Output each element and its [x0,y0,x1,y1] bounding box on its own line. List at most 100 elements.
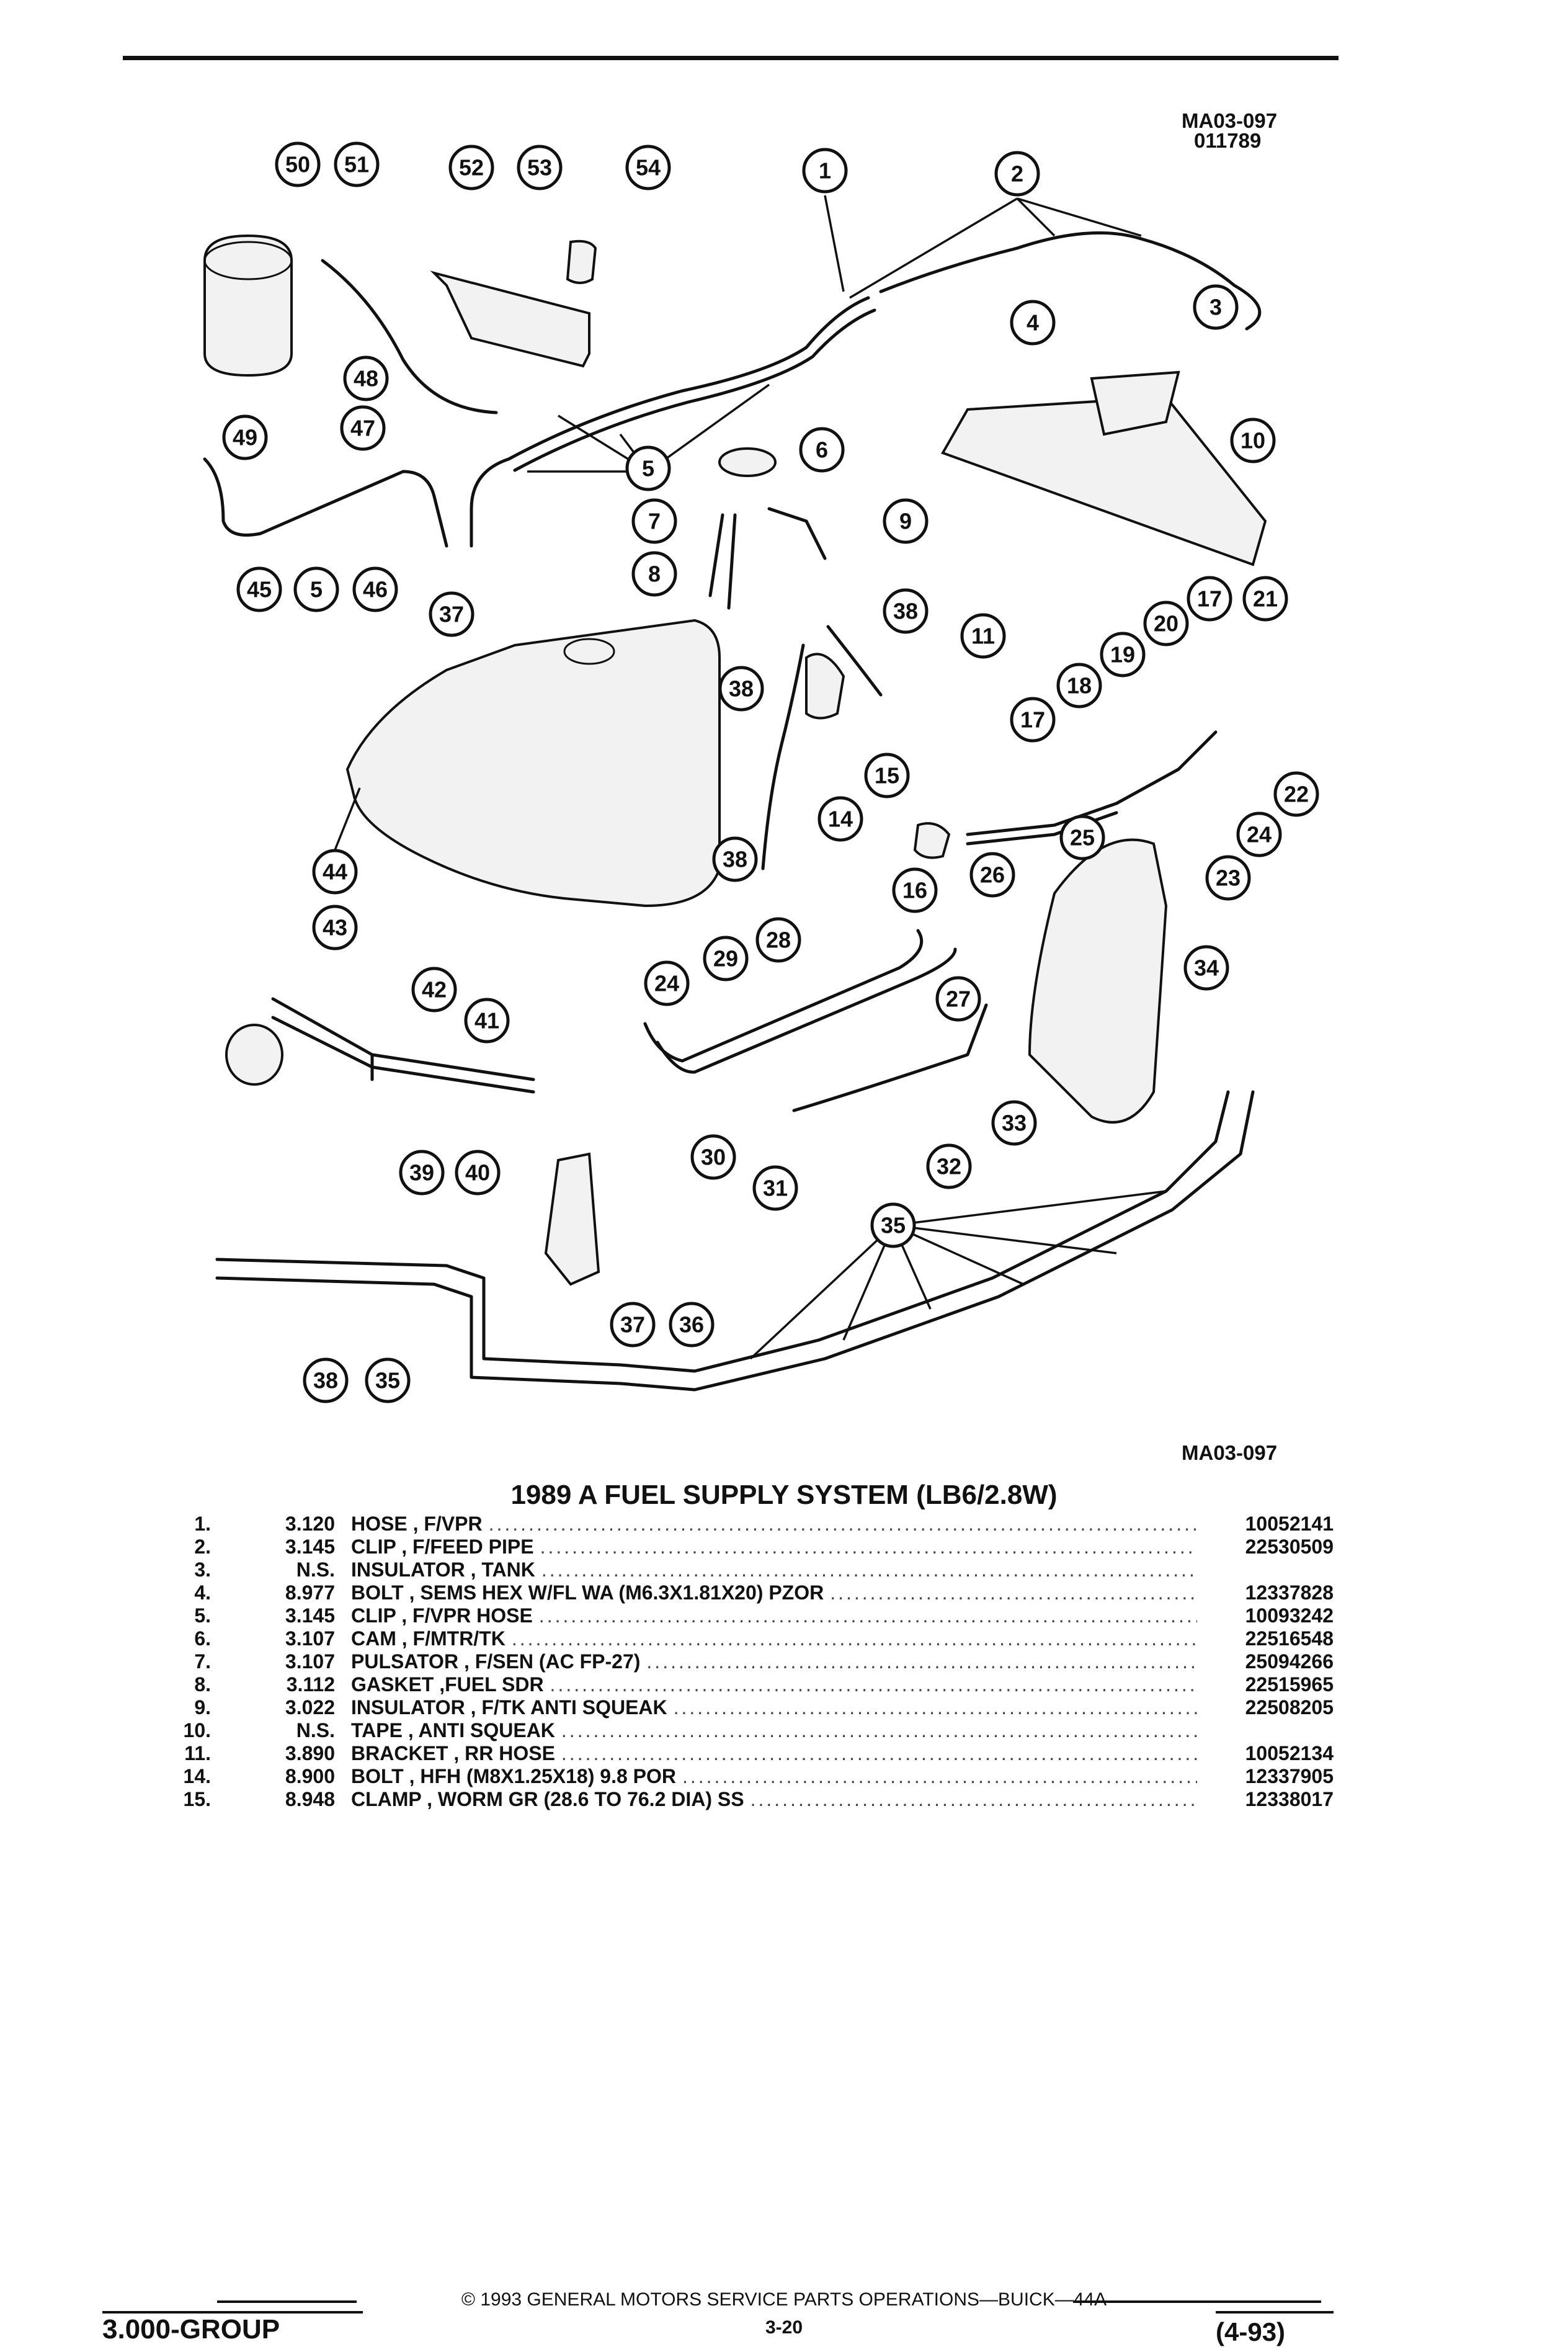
part-description: INSULATOR , TANK [351,1558,535,1581]
callout-36: 36 [669,1302,715,1348]
callout-number: 25 [1070,825,1095,851]
callout-circle [334,141,380,187]
callout-18: 18 [1056,663,1102,709]
callout-circle [883,498,929,544]
callout-circle [631,498,677,544]
callout-circle [935,976,981,1022]
callout-circle [1010,697,1056,743]
leader-dots: ........................................… [561,1719,1197,1741]
leader-dots: ........................................… [488,1513,1197,1535]
callout-8: 8 [631,551,677,597]
callout-6: 6 [799,427,845,473]
leader-44 [334,787,361,851]
callout-circle [752,1165,798,1211]
callout-number: 14 [828,807,853,832]
callout-circle [312,905,358,950]
callout-number: 38 [313,1368,338,1393]
callout-number: 35 [375,1368,400,1393]
callout-circle [883,588,929,634]
callout-circle [365,1357,411,1403]
callout-number: 18 [1067,673,1092,699]
part-group-number: 3.890 [285,1742,335,1764]
callout-circle [275,141,321,187]
part-number: 22508205 [1245,1696,1334,1719]
callout-number: 3 [1209,295,1222,320]
part-ref-number: 15. [183,1788,211,1810]
part-number: 10052134 [1245,1742,1334,1764]
callout-11: 11 [960,613,1006,659]
callout-circle [1010,300,1056,346]
callout-circle [293,566,339,612]
callout-circle [712,836,758,882]
callout-number: 28 [766,928,791,953]
callout-38: 38 [303,1357,349,1403]
cam-6 [718,447,777,477]
callout-16: 16 [892,867,938,913]
callout-circle [236,566,282,612]
part-number: 10093242 [1245,1604,1334,1627]
parts-illustration [203,231,1267,1392]
callout-1: 1 [802,148,848,194]
callout-number: 32 [937,1154,961,1179]
callout-2: 2 [994,151,1040,197]
part-group-number: 3.107 [285,1627,335,1650]
callout-circle [312,849,358,895]
callout-38: 38 [712,836,758,882]
callout-circle [1205,855,1251,901]
leader-dots: ........................................… [750,1788,1197,1810]
callout-circle [1100,632,1146,677]
callout-circle [991,1100,1037,1146]
part-group-number: 8.948 [285,1788,335,1810]
callout-circle [718,666,764,712]
parts-list-row: 10.N.S.TAPE , ANTI SQUEAK...............… [155,1719,1334,1742]
part-number: 22516548 [1245,1627,1334,1650]
callout-49: 49 [222,414,268,460]
callout-17: 17 [1187,576,1232,622]
callout-17: 17 [1010,697,1056,743]
callout-43: 43 [312,905,358,950]
part-description: CLIP , F/FEED PIPE [351,1536,534,1558]
callout-20: 20 [1143,601,1189,646]
callout-19: 19 [1100,632,1146,677]
clamp-15 [913,822,951,859]
callout-25: 25 [1059,815,1105,861]
callout-number: 17 [1197,586,1222,612]
leader-dots: ........................................… [540,1536,1197,1558]
callout-29: 29 [703,936,749,981]
callout-number: 21 [1253,586,1278,612]
fill-pipe-17 [966,730,1218,836]
part-group-number: 8.900 [285,1765,335,1787]
callout-5: 5 [293,566,339,612]
callout-24: 24 [1236,811,1282,857]
part-description: INSULATOR , F/TK ANTI SQUEAK [351,1696,667,1719]
underbody-pipe-b [215,1090,1255,1392]
heat-shield-26 [1028,838,1168,1124]
part-number: 12337905 [1245,1765,1334,1787]
canister-bracket [430,270,590,368]
callout-33: 33 [991,1100,1037,1146]
callout-10: 10 [1230,418,1276,463]
front-pipes-39 [271,997,535,1094]
part-ref-number: 4. [194,1581,211,1604]
callout-circle [969,852,1015,898]
callout-circle [864,753,910,798]
part-group-number: 8.977 [285,1581,335,1604]
part-description: BRACKET , RR HOSE [351,1742,555,1764]
leader-dots: ........................................… [646,1650,1197,1673]
canister-line [203,457,448,548]
callout-circle [1059,815,1105,861]
callout-number: 16 [902,878,927,903]
top-rule [123,56,1339,60]
callout-circle [625,445,671,491]
callout-number: 42 [422,977,447,1003]
callout-number: 2 [1011,161,1023,187]
callout-number: 15 [875,763,899,789]
leader-dots: ........................................… [538,1604,1197,1627]
callout-circle [870,1202,916,1248]
figure-title: 1989 A FUEL SUPPLY SYSTEM (LB6/2.8W) [510,1480,1058,1510]
callout-circle [1187,576,1232,622]
part-ref-number: 3. [194,1558,211,1581]
